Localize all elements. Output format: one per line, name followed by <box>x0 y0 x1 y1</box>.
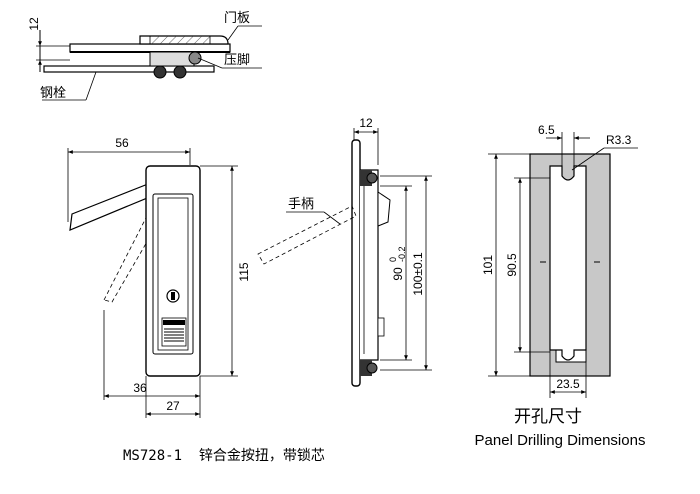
dim-side-12: 12 <box>359 116 373 130</box>
side-view: 12 手柄 90 0 -0.2 100±0.1 <box>257 116 432 387</box>
label-handle: 手柄 <box>288 197 314 212</box>
dim-cutout-90-5: 90.5 <box>505 253 519 277</box>
dim-side-90: 90 <box>391 267 405 281</box>
dim-cutout-101: 101 <box>481 255 495 275</box>
top-view: 12 门板 压脚 钢栓 <box>27 11 262 101</box>
dim-cutout-r3-3: R3.3 <box>606 133 632 147</box>
dim-side-90-lower-tol: -0.2 <box>397 246 407 262</box>
label-steel-bolt: 钢栓 <box>40 86 66 101</box>
dim-cutout-23-5: 23.5 <box>556 377 580 391</box>
cutout-view: 6.5 R3.3 101 90.5 23.5 开孔尺寸 Panel Drilli… <box>475 123 646 449</box>
dim-front-56: 56 <box>115 136 129 150</box>
dim-cutout-6-5: 6.5 <box>538 123 555 137</box>
cutout-title-cn: 开孔尺寸 <box>514 407 582 427</box>
dim-side-100: 100±0.1 <box>411 252 425 296</box>
dim-top-12: 12 <box>27 17 41 31</box>
dim-front-27: 27 <box>166 399 180 413</box>
dim-front-115: 115 <box>237 262 251 281</box>
label-press-foot: 压脚 <box>224 52 250 68</box>
product-caption: MS728-1 锌合金按扭，带锁芯 <box>123 448 325 464</box>
cutout-title-en: Panel Drilling Dimensions <box>475 432 646 449</box>
dim-side-90-upper-tol: 0 <box>388 257 398 262</box>
dim-front-36: 36 <box>133 381 147 395</box>
label-door-panel: 门板 <box>224 11 250 26</box>
front-view: 56 115 36 27 <box>67 136 251 418</box>
